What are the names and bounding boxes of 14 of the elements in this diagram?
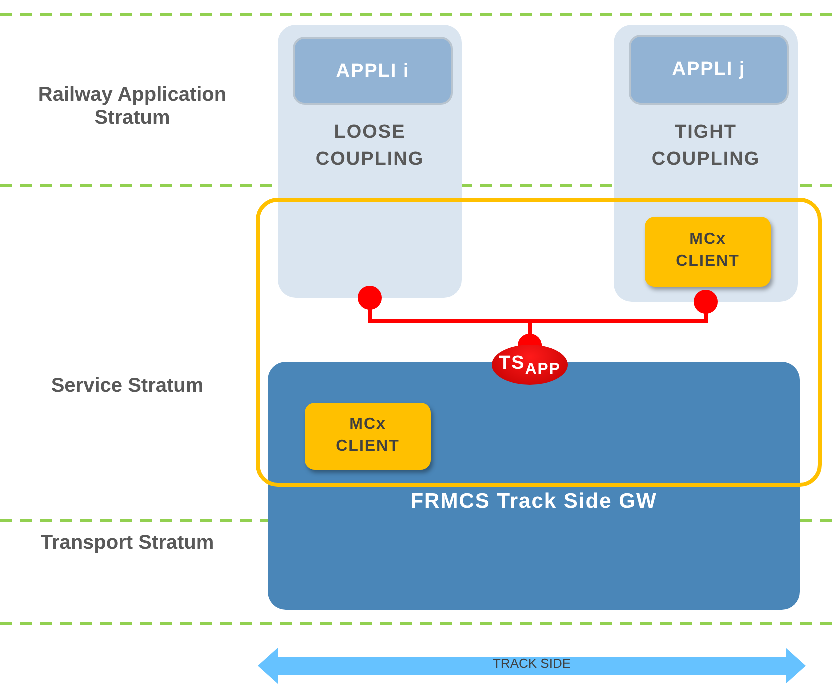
stratum-label: Service Stratum <box>50 375 205 398</box>
stratum-label: Transport Stratum <box>40 532 216 555</box>
stratum-label: Railway Application Stratum <box>37 84 228 130</box>
coupling-panel <box>278 25 462 298</box>
span-label: TRACK SIDE <box>492 656 572 671</box>
client-box: MCx CLIENT <box>645 217 771 287</box>
application-box: APPLI i <box>293 37 453 105</box>
panel-title: FRMCS Track Side GW <box>410 490 658 514</box>
panel-title: TIGHT COUPLING <box>650 121 762 172</box>
coupling-panel <box>614 25 798 302</box>
interface-ellipse: TS$_{APP}$ <box>492 345 568 385</box>
application-box: APPLI j <box>629 35 789 105</box>
panel-title: LOOSE COUPLING <box>314 121 426 172</box>
client-box: MCx CLIENT <box>305 403 431 470</box>
